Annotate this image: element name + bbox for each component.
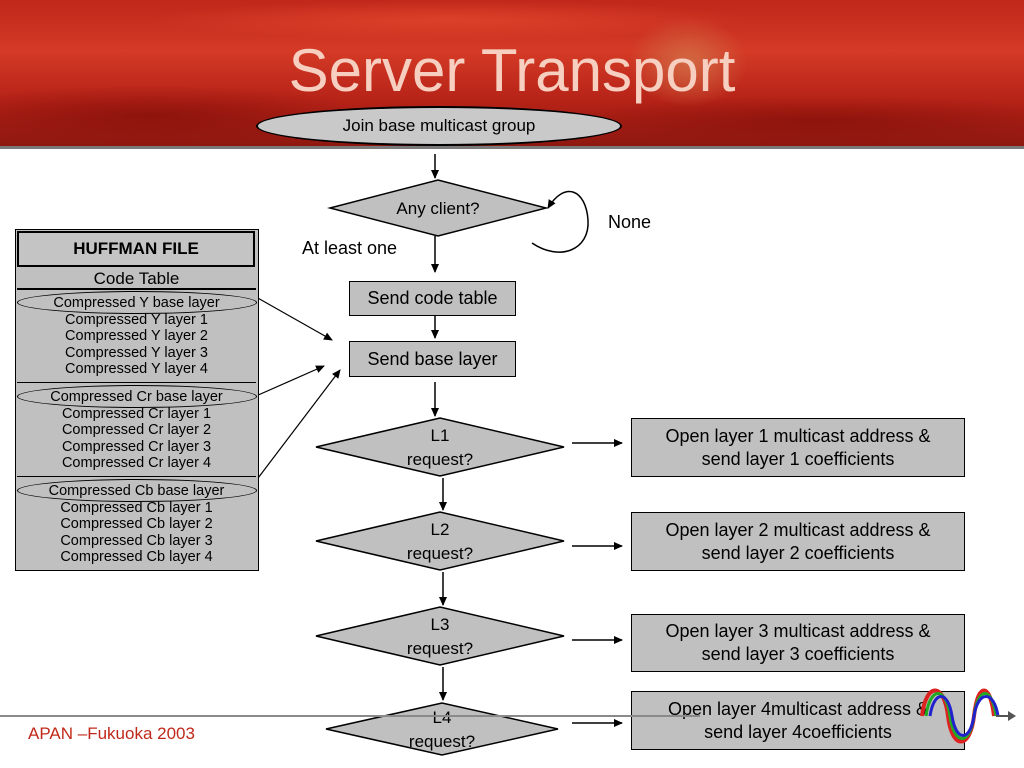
footer-divider: [0, 715, 700, 717]
decision-any-client-text: Any client?: [396, 199, 480, 218]
cr-base-highlight-oval: [17, 385, 257, 408]
decision-l2: [315, 511, 565, 571]
huffman-cr-line: Compressed Cr layer 4: [61, 455, 212, 471]
loop-label: None: [608, 212, 652, 232]
action-layer-2-line2: send layer 2 coefficients: [701, 542, 895, 563]
decision-l2-line2: request?: [406, 544, 474, 563]
action-layer-4-line1: Open layer 4multicast address &: [667, 698, 929, 719]
decision-l3-label: L3 request?: [316, 613, 564, 661]
decision-l4-label: L4 request?: [326, 706, 558, 754]
huffman-cr-line: Compressed Cr layer 3: [61, 438, 212, 455]
decision-l1-line1: L1: [430, 426, 450, 445]
footer-text: APAN –Fukuoka 2003: [28, 724, 195, 743]
cb-base-highlight-oval: [17, 479, 257, 502]
decision-l2-label: L2 request?: [316, 518, 564, 566]
decision-l3-line2: request?: [406, 639, 474, 658]
decision-l2-line1: L2: [430, 520, 450, 539]
branch-label: At least one: [302, 238, 398, 258]
huffman-y-line: Compressed Y layer 1: [65, 311, 208, 328]
arrow-cr-base-to-send: [255, 365, 325, 397]
decision-l1-label: L1 request?: [316, 424, 564, 472]
arrow-cb-base-to-send: [251, 369, 341, 487]
action-layer-3: Open layer 3 multicast address & send la…: [631, 614, 965, 672]
action-layer-1: Open layer 1 multicast address & send la…: [631, 418, 965, 477]
decision-l3: [315, 606, 565, 666]
huffman-code-table: Code Table: [17, 270, 256, 289]
action-layer-4: Open layer 4multicast address & send lay…: [631, 691, 965, 750]
rgb-waves-logo-icon: [920, 688, 1016, 744]
decision-l4-line2: request?: [408, 732, 476, 751]
y-base-highlight-oval: [17, 291, 257, 314]
action-layer-3-line1: Open layer 3 multicast address &: [665, 621, 931, 641]
decision-any-client: [327, 179, 549, 237]
join-multicast-node: Join base multicast group: [256, 106, 622, 146]
huffman-cb-line: Compressed Cb layer 4: [60, 549, 213, 565]
huffman-cb-line: Compressed Cb layer 3: [60, 532, 213, 549]
banner-divider: [0, 146, 1024, 149]
huffman-y-line: Compressed Y layer 2: [65, 328, 208, 344]
action-layer-2: Open layer 2 multicast address & send la…: [631, 512, 965, 571]
decision-any-client-label: Any client?: [330, 197, 546, 221]
loop-none-arrow: [531, 190, 589, 253]
huffman-file-title: HUFFMAN FILE: [17, 231, 255, 267]
action-layer-4-line2: send layer 4coefficients: [704, 721, 892, 742]
huffman-cr-line: Compressed Cr layer 1: [61, 405, 212, 422]
send-code-table-box: Send code table: [349, 281, 516, 316]
huffman-cr-line: Compressed Cr layer 2: [61, 422, 212, 438]
send-base-layer-box: Send base layer: [349, 341, 516, 377]
decision-l4-line1: L4: [432, 708, 452, 727]
decision-l3-line1: L3: [430, 615, 450, 634]
huffman-y-line: Compressed Y layer 3: [65, 344, 208, 361]
huffman-cb-line: Compressed Cb layer 2: [60, 516, 213, 532]
action-layer-1-line2: send layer 1 coefficients: [701, 448, 895, 469]
action-layer-1-line1: Open layer 1 multicast address &: [665, 425, 931, 446]
action-layer-2-line1: Open layer 2 multicast address &: [665, 519, 931, 540]
page-title: Server Transport: [288, 37, 736, 104]
arrow-y-base-to-send: [255, 296, 333, 341]
decision-l1: [315, 417, 565, 477]
action-layer-3-line2: send layer 3 coefficients: [701, 644, 895, 664]
huffman-cb-line: Compressed Cb layer 1: [60, 499, 213, 516]
huffman-y-line: Compressed Y layer 4: [65, 361, 208, 377]
decision-l1-line2: request?: [406, 450, 474, 469]
